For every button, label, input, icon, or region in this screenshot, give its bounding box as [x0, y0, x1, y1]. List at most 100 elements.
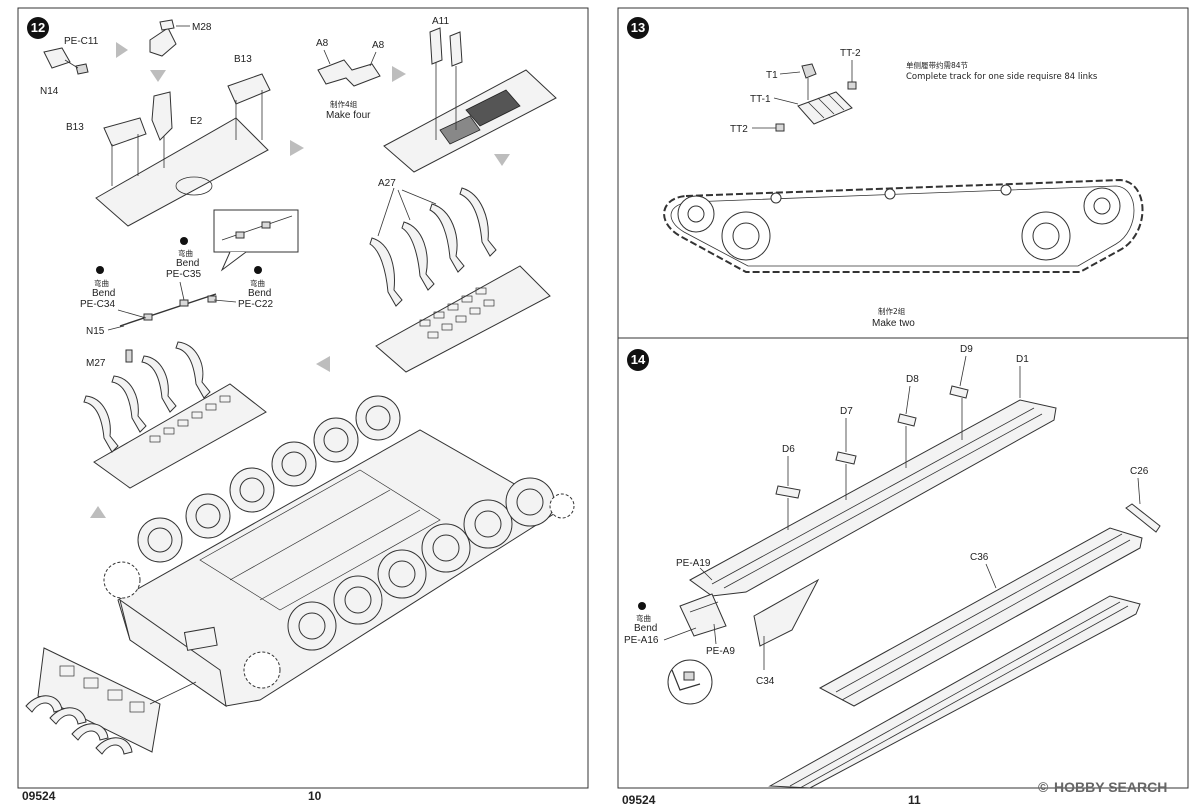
part-d1: [689, 399, 1057, 597]
hull-plate-a27: [375, 265, 551, 373]
label-bend-en: Bend: [634, 623, 657, 634]
label-d1: D1: [1016, 354, 1029, 365]
right-code: 09524: [622, 793, 656, 807]
watermark-text: HOBBY SEARCH: [1054, 779, 1167, 795]
pe-detail-zoom: [667, 659, 713, 705]
step-14-badge: [627, 349, 649, 371]
label-bend3-en: Bend: [248, 288, 271, 299]
part-a27-group: A27: [369, 178, 551, 373]
part-d6: [775, 485, 801, 499]
label-n15: N15: [86, 326, 105, 337]
label-t1: T1: [766, 70, 778, 81]
step-13: 13 TT-2 T1 TT-1 TT2 单侧履带约需84节 Complete t…: [627, 17, 1144, 329]
step-14: 14 D1 D9 D8 D7 D6 PE-A19: [622, 344, 1161, 807]
make-two-en: Make two: [872, 318, 915, 329]
idler: [549, 493, 575, 519]
part-n14: [43, 47, 71, 69]
part-d7: [835, 451, 857, 465]
part-d1-group: D1 D9 D8 D7 D6: [689, 344, 1057, 597]
label-pe-a9: PE-A9: [706, 646, 735, 657]
part-n14-group: PE-C11 N14: [40, 36, 99, 97]
label-bend1-en: Bend: [176, 258, 199, 269]
label-d8: D8: [906, 374, 919, 385]
part-b13-top: [227, 73, 271, 105]
watermark-mark: ©: [1038, 779, 1049, 795]
step-12-number: 12: [31, 20, 45, 35]
sprocket-rear: [243, 651, 281, 689]
label-d6: D6: [782, 444, 795, 455]
hull-plate-m27: [93, 383, 267, 489]
label-pe-c34: PE-C34: [80, 299, 115, 310]
rear-plate-group: [25, 647, 197, 755]
label-pe-a19: PE-A19: [676, 558, 711, 569]
label-c26: C26: [1130, 466, 1149, 477]
label-m28: M28: [192, 22, 212, 33]
left-page-number: 10: [308, 789, 322, 803]
left-page-frame: [17, 7, 589, 789]
label-c34: C34: [756, 676, 775, 687]
label-c36: C36: [970, 552, 989, 563]
bend-icon: [96, 266, 104, 274]
sprocket-front: [103, 561, 141, 599]
track-link-detail: TT-2 T1 TT-1 TT2: [730, 48, 861, 135]
label-bend2-en: Bend: [92, 288, 115, 299]
label-pe-c22: PE-C22: [238, 299, 273, 310]
flow-arrow: [150, 70, 166, 82]
part-c26: [1125, 503, 1161, 533]
track-run: [663, 178, 1144, 273]
label-a8-right: A8: [372, 40, 385, 51]
part-a8: [317, 59, 381, 87]
road-wheel-right: [1021, 211, 1071, 261]
label-tt1: TT-1: [750, 94, 771, 105]
label-pe-c11: PE-C11: [64, 36, 99, 47]
idler-wheel: [1083, 187, 1121, 225]
label-bend1-cn: 弯曲: [178, 248, 193, 258]
part-a8-group: A8 A8 制作4组 Make four: [316, 38, 385, 121]
part-m28: [149, 27, 177, 57]
label-d7: D7: [840, 406, 853, 417]
label-e2: E2: [190, 116, 203, 127]
part-m28-group: M28: [149, 19, 212, 57]
rear-plate: [37, 647, 161, 753]
step-12-badge: [27, 17, 49, 39]
part-d9: [949, 385, 969, 399]
label-pe-c35: PE-C35: [166, 269, 201, 280]
part-m27-group: M27: [83, 341, 267, 489]
front-fender-group: PE-A19 弯曲 Bend PE-A16 PE-A9 C34: [624, 558, 820, 705]
hull-assembly: [103, 395, 575, 708]
step-12: 12 PE-C11 N14 M28: [22, 16, 575, 803]
bend-icon: [254, 266, 262, 274]
part-c36: [818, 527, 1143, 707]
part-bracket: [151, 91, 173, 141]
detail-callout: [213, 209, 299, 272]
part-pe-a16: [679, 593, 727, 637]
step-13-number: 13: [631, 20, 645, 35]
flow-arrow: [392, 66, 406, 82]
right-page-number: 11: [908, 793, 921, 807]
right-page-frame: [617, 7, 1189, 789]
label-make-four-cn: 制作4组: [330, 99, 358, 109]
label-tt2-top: TT-2: [840, 48, 861, 59]
bend-group: 弯曲 Bend PE-C35 弯曲 Bend PE-C34 弯曲 Bend PE…: [80, 237, 273, 337]
rod-n15: [119, 293, 217, 327]
part-e2: [95, 117, 269, 227]
part-e2-group: B13 B13 E2: [66, 54, 271, 227]
flow-arrow: [316, 356, 330, 372]
part-a27: [369, 237, 403, 307]
make-two-cn: 制作2组: [878, 306, 906, 316]
flow-arrow: [494, 154, 510, 166]
bend-icon: [180, 237, 188, 245]
label-tt2-bottom: TT2: [730, 124, 748, 135]
track-links: [797, 91, 853, 125]
flow-arrow: [290, 140, 304, 156]
part-a11-group: A11: [383, 16, 557, 173]
drive-sprocket: [677, 195, 715, 233]
label-d9: D9: [960, 344, 973, 355]
track-note-en: Complete track for one side requisre 84 …: [906, 72, 1098, 82]
step-13-badge: [627, 17, 649, 39]
label-bend-cn: 弯曲: [636, 613, 651, 623]
part-c36-group: C26 C36: [768, 466, 1161, 789]
label-pe-a16: PE-A16: [624, 635, 659, 646]
track-note-cn: 单侧履带约需84节: [906, 60, 969, 70]
